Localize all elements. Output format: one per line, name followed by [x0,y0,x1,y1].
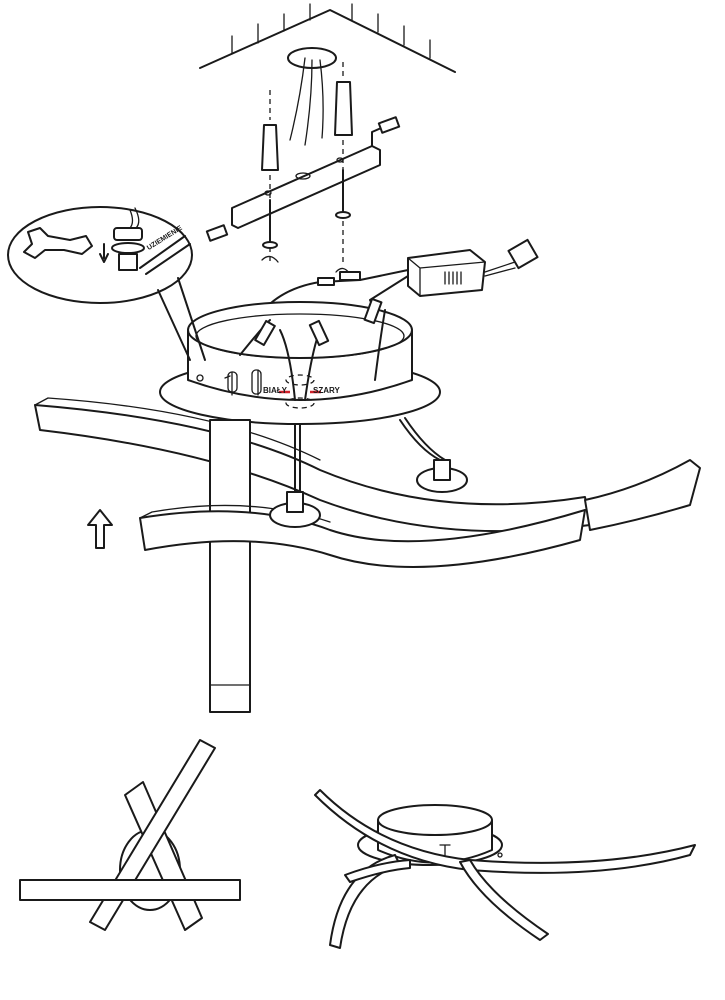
mounting-bracket [205,116,401,242]
perspective-view-assembled [314,789,696,949]
ceiling [199,3,456,146]
up-arrow-icon [87,509,113,549]
lamp-arms [34,397,701,713]
grey-wire-label: SZARY [313,386,340,395]
top-view-assembled [19,739,241,931]
white-wire-label: BIAŁY [263,386,287,395]
ceiling-base [159,297,441,425]
grounding-detail-callout [7,206,206,361]
led-driver [249,238,539,331]
wall-plugs [261,62,353,275]
